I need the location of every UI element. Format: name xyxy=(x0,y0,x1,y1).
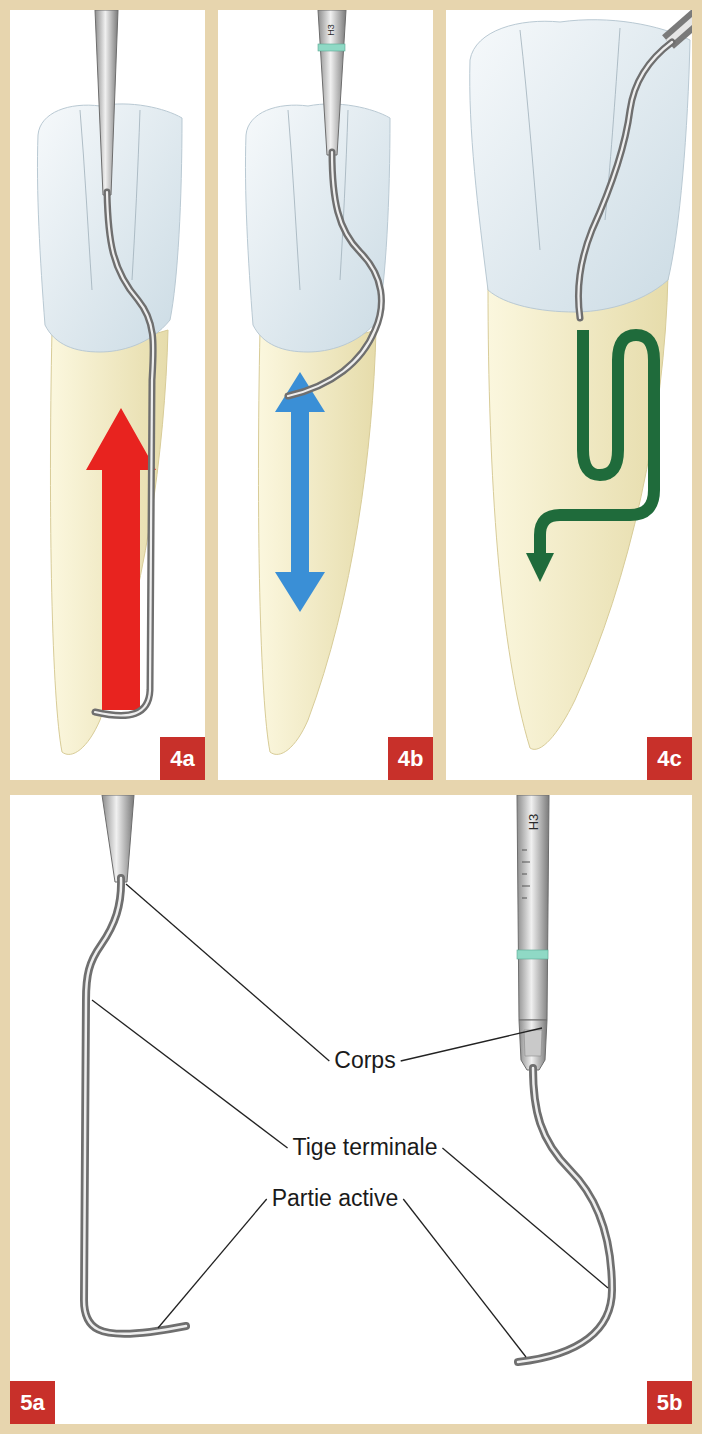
tooth-scene xyxy=(470,14,692,749)
tooth xyxy=(470,20,690,750)
tooth xyxy=(37,104,182,754)
leader-line xyxy=(401,1028,542,1061)
figure-number: 5a xyxy=(10,1381,55,1424)
part-name: Corps xyxy=(334,1047,395,1073)
part-name: Partie active xyxy=(272,1185,399,1211)
leader-line xyxy=(158,1199,267,1328)
panel xyxy=(10,795,692,1424)
figure-number: 4b xyxy=(388,737,433,780)
instrument-scene xyxy=(84,795,612,1362)
motion-arrow xyxy=(86,408,156,710)
tooth-scene xyxy=(37,10,182,754)
curette-instrument xyxy=(84,795,186,1334)
figure-number: 5b xyxy=(647,1381,692,1424)
figure-number: 4c xyxy=(647,737,692,780)
leader-line xyxy=(403,1199,526,1357)
motion-arrow xyxy=(526,330,654,582)
instrument-marking: H3 xyxy=(327,24,336,36)
panel xyxy=(446,10,692,780)
figure-number: 4a xyxy=(160,737,205,780)
tooth xyxy=(245,104,390,754)
panel xyxy=(10,10,205,780)
curette-instrument xyxy=(288,10,381,396)
curette-instrument xyxy=(579,14,693,318)
curette-instrument xyxy=(517,795,612,1362)
tooth-scene xyxy=(245,10,390,754)
motion-arrow xyxy=(275,372,325,612)
panel xyxy=(218,10,433,780)
leader-line xyxy=(92,1000,288,1148)
leader-line xyxy=(442,1148,608,1288)
part-name: Tige terminale xyxy=(293,1134,438,1160)
instrument-marking: H3 xyxy=(527,814,540,831)
leader-line xyxy=(126,884,329,1061)
curette-instrument xyxy=(95,10,153,716)
